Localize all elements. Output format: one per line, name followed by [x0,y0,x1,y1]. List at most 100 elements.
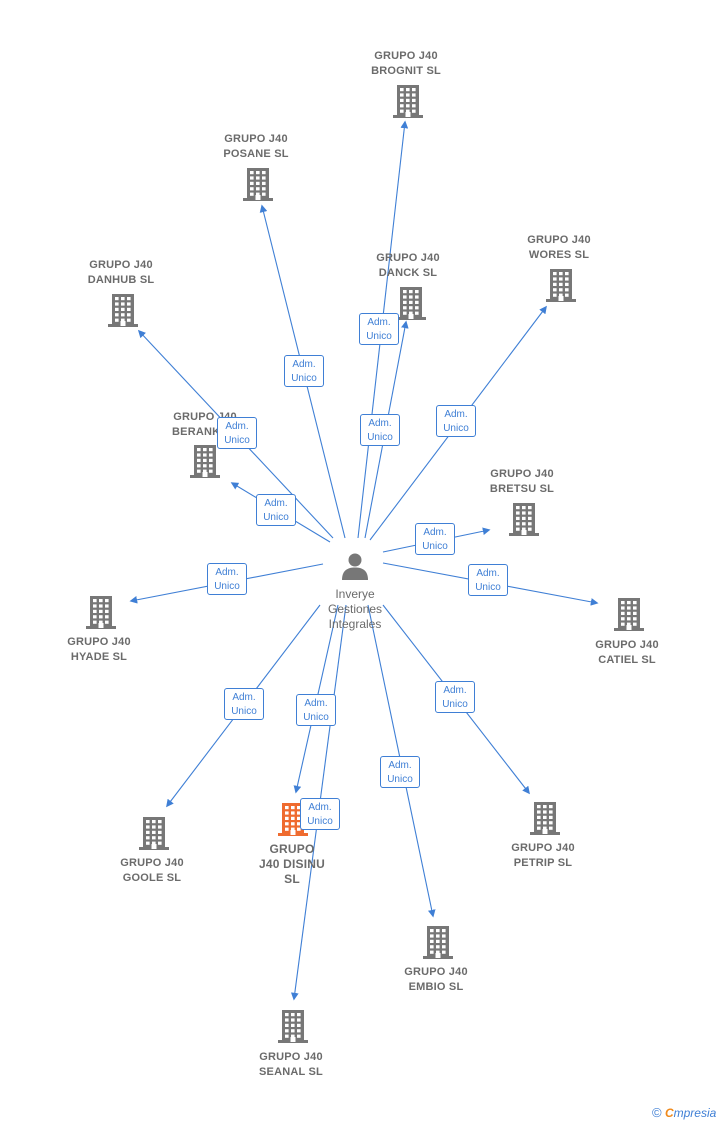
company-name-line: GRUPO J40 [490,468,554,480]
company-name-line: BRETSU SL [489,483,555,495]
building-icon[interactable] [241,166,275,207]
role-badge[interactable]: Adm.Unico [284,355,324,387]
role-badge[interactable]: Adm.Unico [300,798,340,830]
company-name-line: GRUPO J40 [224,133,288,145]
role-badge[interactable]: Adm. Unico [296,694,336,726]
role-badge[interactable]: Adm. Unico [436,405,476,437]
role-badge-line: Unico [263,512,289,523]
building-icon[interactable] [394,285,428,326]
role-badge-line: Unico [303,712,329,723]
role-badge-line: Unico [443,423,469,434]
company-name-line: GRUPO J40 [527,234,591,246]
building-icon[interactable] [276,801,310,842]
company-name-line: GRUPO J40 [595,639,659,651]
person-name-line: Integrales [328,617,382,631]
company-name-line: CATIEL SL [598,654,656,666]
building-icon[interactable] [276,1008,310,1049]
role-badge-line: Adm. [264,498,288,509]
building-icon[interactable] [421,924,455,965]
company-name-line: POSANE SL [223,148,289,160]
role-badge[interactable]: Adm.Unico [415,523,455,555]
role-badge-line: Adm. [225,421,249,432]
role-badge-line: Adm. [367,317,391,328]
brand-name: mpresia [673,1106,717,1120]
building-icon[interactable] [544,267,578,308]
role-badge-line: Adm. [215,567,239,578]
role-badge[interactable]: Adm. Unico [217,417,257,449]
role-badge[interactable]: Adm. Unico [224,688,264,720]
brand-logo-letter: C [664,1106,674,1120]
empresia-brand[interactable]: © Cmpresia [652,1105,716,1120]
company-name-line: GRUPO [269,842,315,856]
building-icon[interactable] [84,594,118,635]
role-badge-line: Unico [214,581,240,592]
role-badge-line: Adm. [368,418,392,429]
role-badge-line: Adm. [292,359,316,370]
building-icon[interactable] [391,83,425,124]
role-badge-line: Adm. [388,760,412,771]
company-name-line: GRUPO J40 [120,857,184,869]
company-name-line: GRUPO J40 [374,50,438,62]
company-name-line: GRUPO J40 [511,842,575,854]
role-badge-line: Unico [387,774,413,785]
company-name-line: DANCK SL [378,267,438,279]
company-name-line: SL [284,872,300,886]
person-name-line: Inverye [335,587,375,601]
role-badge-line: Unico [442,699,468,710]
role-badge-line: Adm. [443,685,467,696]
role-badge-line: Adm. [476,568,500,579]
company-name-line: BROGNIT SL [371,65,441,77]
person-name[interactable]: Inverye Gestiones Integrales [295,587,415,632]
company-name-line: DANHUB SL [87,274,155,286]
role-badge-line: Adm. [444,409,468,420]
company-name-line: SEANAL SL [259,1066,323,1078]
role-badge[interactable]: Adm. Unico [256,494,296,526]
role-badge-line: Unico [475,582,501,593]
role-badge-line: Adm. [304,698,328,709]
company-name-line: HYADE SL [70,651,128,663]
building-icon[interactable] [106,292,140,333]
role-badge[interactable]: Adm. Unico [359,313,399,345]
role-badge[interactable]: Adm. Unico [468,564,508,596]
building-icon[interactable] [612,596,646,637]
building-icon[interactable] [528,800,562,841]
company-name-line: J40 DISINU [258,857,326,871]
company-name-line: GOOLE SL [122,872,182,884]
person-icon[interactable] [340,551,370,586]
company-name-line: GRUPO J40 [89,259,153,271]
person-name-line: Gestiones [327,602,383,616]
role-badge[interactable]: Adm. Unico [435,681,475,713]
company-name-line: WORES SL [528,249,590,261]
role-badge[interactable]: Adm. Unico [207,563,247,595]
company-name-line: GRUPO J40 [404,966,468,978]
role-badge-line: Unico [366,331,392,342]
building-icon[interactable] [188,443,222,484]
company-name-line: GRUPO J40 [67,636,131,648]
role-badge[interactable]: Adm.Unico [360,414,400,446]
company-name-line: GRUPO J40 [259,1051,323,1063]
role-badge-line: Unico [422,541,448,552]
building-icon[interactable] [137,815,171,856]
role-badge[interactable]: Adm. Unico [380,756,420,788]
role-badge-line: Unico [224,435,250,446]
role-badge-line: Adm. [232,692,256,703]
copyright-symbol: © [652,1105,662,1120]
building-icon[interactable] [507,501,541,542]
role-badge-line: Unico [231,706,257,717]
company-name-line: EMBIO SL [408,981,464,993]
role-badge-line: Adm. [308,802,332,813]
